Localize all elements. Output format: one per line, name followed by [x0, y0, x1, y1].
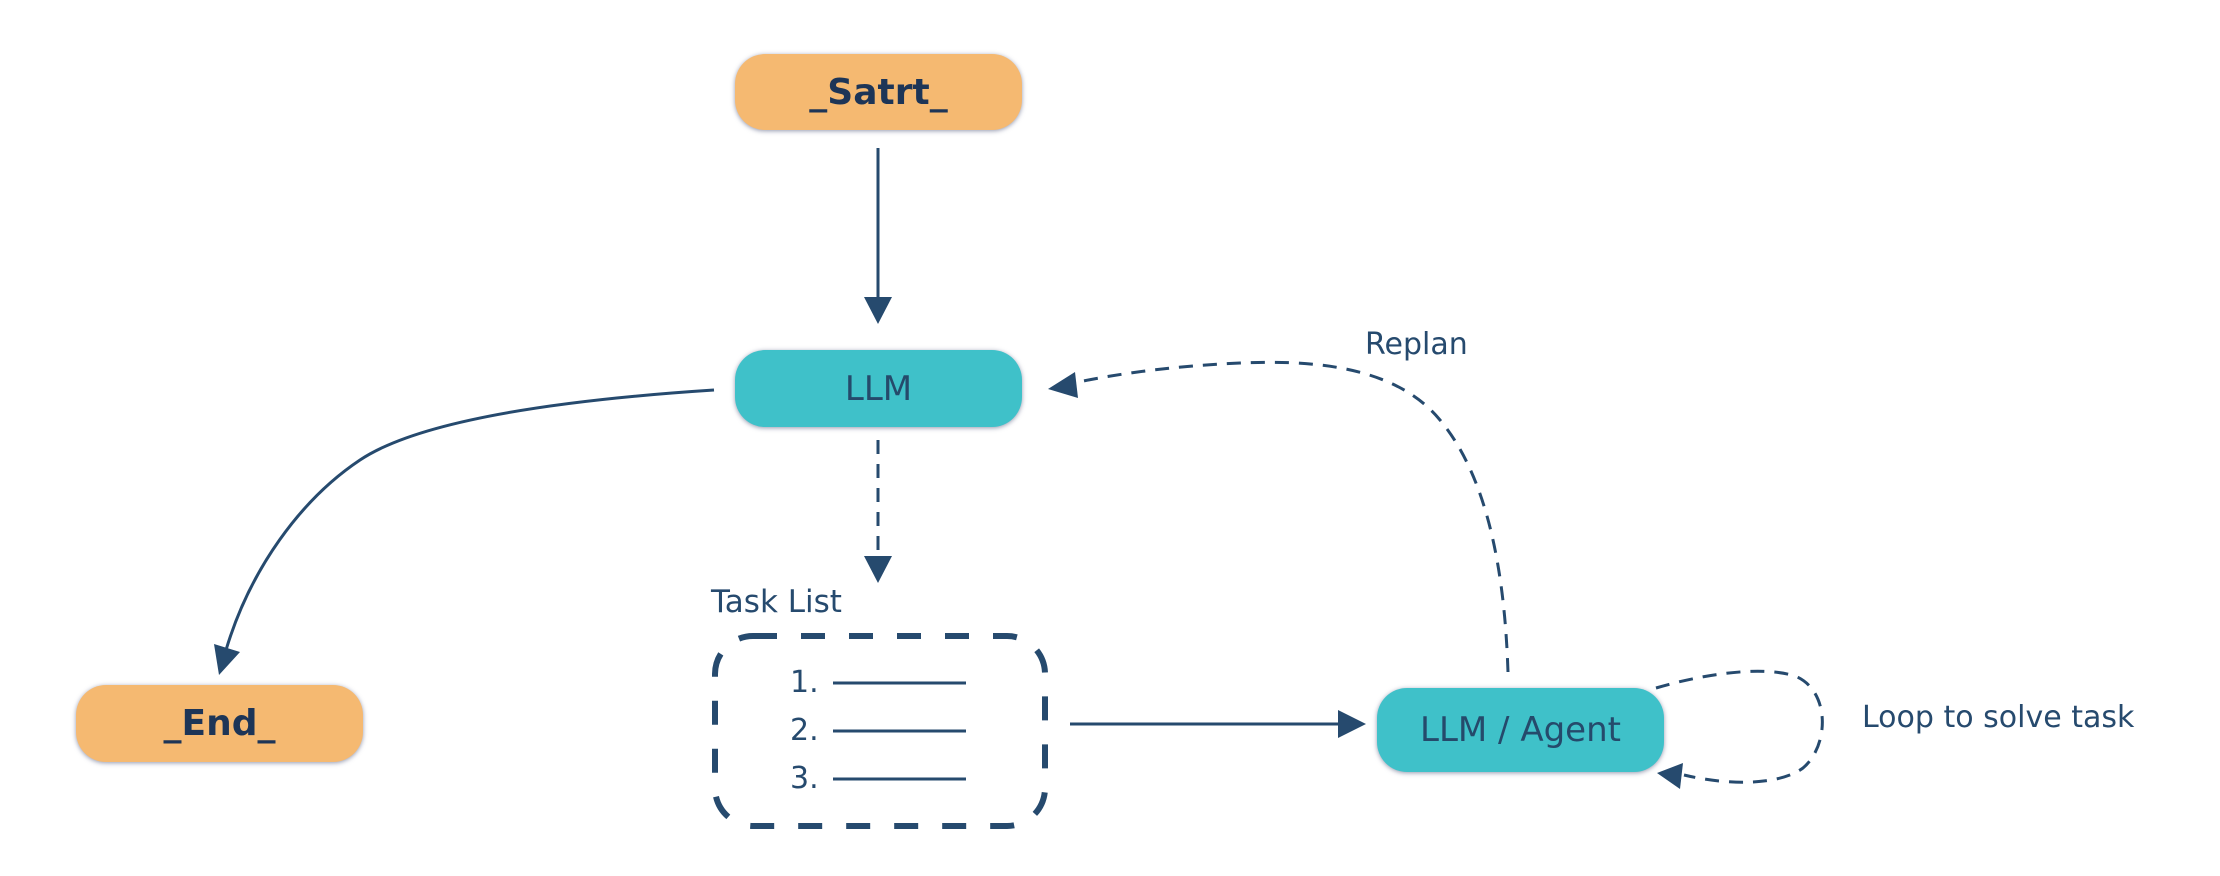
agent-node[interactable]: LLM / Agent	[1377, 688, 1664, 772]
task-item-number: 3.	[790, 761, 819, 796]
edge-agent-self-loop	[1655, 669, 1824, 789]
arrowhead-icon	[864, 556, 892, 583]
llm-node[interactable]: LLM	[735, 350, 1022, 427]
task-item-number: 1.	[790, 665, 819, 700]
loop-edge-label: Loop to solve task	[1862, 700, 2135, 735]
arrowhead-icon	[214, 644, 240, 675]
end-node[interactable]: _End_	[76, 685, 363, 762]
start-node-label: _Satrt_	[809, 71, 948, 113]
replan-edge-label: Replan	[1365, 327, 1468, 362]
edge-llm-to-task-list	[864, 440, 892, 583]
arrowhead-icon	[1338, 710, 1366, 738]
edge-task-list-to-agent	[1070, 710, 1366, 738]
edge-replan	[1048, 360, 1510, 673]
arrowhead-icon	[1048, 372, 1078, 398]
task-list-title: Task List	[711, 584, 842, 620]
task-item-number: 2.	[790, 713, 819, 748]
end-node-label: _End_	[163, 703, 276, 744]
edge-start-to-llm	[864, 148, 892, 324]
edge-llm-to-end	[214, 388, 715, 675]
llm-node-label: LLM	[844, 368, 913, 409]
arrowhead-icon	[1657, 763, 1683, 789]
start-node[interactable]: _Satrt_	[735, 54, 1022, 130]
agent-node-label: LLM / Agent	[1420, 710, 1621, 750]
arrowhead-icon	[864, 297, 892, 324]
